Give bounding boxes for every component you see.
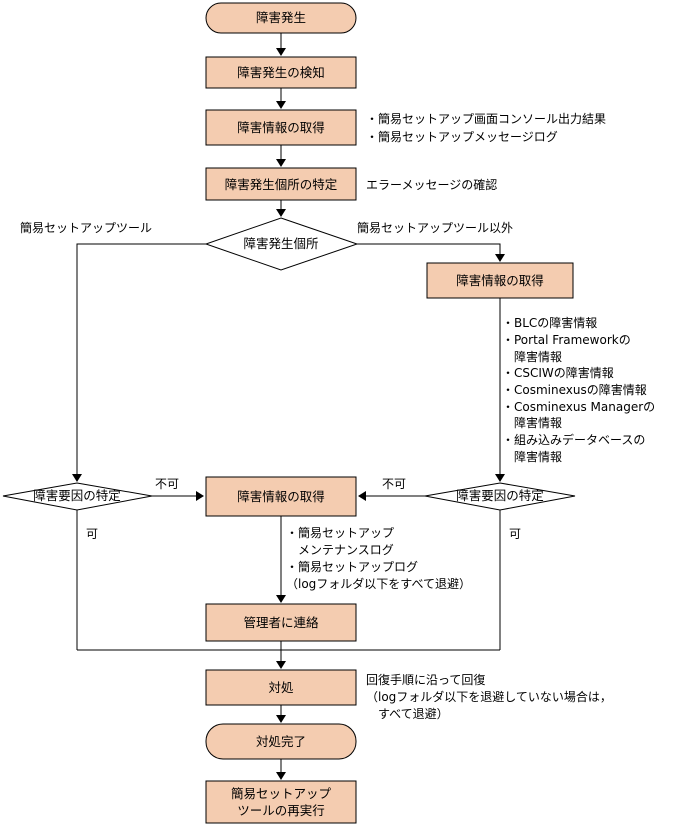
acquire-center-note-line: ・簡易セットアップログ (286, 559, 418, 574)
node-identify-location: 障害発生個所の特定 (205, 167, 357, 201)
start-terminal (205, 2, 357, 34)
handle-note-line: すべて退避） (366, 707, 449, 721)
node-handle-complete: 対処完了 (205, 723, 357, 760)
acquire2-note-line: 障害情報 (502, 349, 562, 364)
decision-location-label: 障害発生個所 (243, 236, 318, 251)
acquire2-note-line: 障害情報 (502, 415, 562, 430)
acquire1-label: 障害情報の取得 (237, 120, 325, 135)
node-contact-admin: 管理者に連絡 (205, 603, 357, 642)
branch-tool-label: 簡易セットアップツール (20, 220, 152, 235)
arrow-identify-decision (276, 209, 286, 217)
node-start: 障害発生 (205, 2, 357, 34)
node-detect: 障害発生の検知 (205, 56, 357, 89)
edge-decision-left-branch (76, 243, 206, 474)
handle-label: 対処 (268, 680, 294, 695)
arrow-start-detect (276, 48, 286, 56)
node-handle: 対処 (205, 669, 357, 706)
handle-box (205, 669, 357, 706)
arrow-acquire1-identify (276, 159, 286, 167)
detect-box (205, 56, 357, 89)
node-decision-cause-right: 障害要因の特定 (424, 482, 576, 511)
node-acquire-center: 障害情報の取得 (205, 476, 357, 517)
acquire1-note-line: ・簡易セットアップメッセージログ (366, 129, 558, 144)
identify-location-note: エラーメッセージの確認 (366, 177, 497, 192)
acquire-center-note-line: メンテナンスログ (286, 543, 394, 557)
arrow-acquire2-decision-right (495, 474, 505, 482)
acquire1-box (205, 109, 357, 146)
edge-labels: 簡易セットアップツール 簡易セットアップツール以外 不可 不可 可 可 (20, 220, 521, 541)
node-acquire1: 障害情報の取得 (205, 109, 357, 146)
arrow-contact-handle (276, 661, 286, 669)
arrow-handle-complete (276, 715, 286, 723)
acquire2-note-line: ・BLCの障害情報 (502, 315, 597, 330)
branch-other-label: 簡易セットアップツール以外 (357, 220, 513, 235)
decision-location-diamond (204, 217, 359, 271)
identify-location-label: 障害発生個所の特定 (225, 177, 338, 192)
acquire1-note-line: ・簡易セットアップ画面コンソール出力結果 (366, 111, 606, 126)
contact-admin-box (205, 603, 357, 642)
rerun-label-line1: 簡易セットアップ (231, 786, 332, 801)
rerun-box (205, 780, 357, 824)
node-decision-location: 障害発生個所 (204, 217, 359, 271)
left-possible-label: 可 (86, 527, 98, 541)
handle-complete-label: 対処完了 (256, 734, 306, 749)
rerun-label-line2: ツールの再実行 (237, 803, 325, 818)
decision-cause-left-diamond (2, 482, 153, 511)
acquire2-note-line: ・Cosminexus Managerの (502, 400, 655, 414)
right-possible-label: 可 (509, 527, 521, 541)
acquire-center-box (205, 476, 357, 517)
arrow-complete-rerun (276, 772, 286, 780)
left-impossible-label: 不可 (155, 477, 179, 491)
acquire2-note-line: 障害情報 (502, 449, 562, 464)
connectors (72, 33, 505, 780)
decision-cause-left-label: 障害要因の特定 (33, 488, 121, 503)
arrow-detect-acquire1 (276, 101, 286, 109)
arrow-left-impossible (196, 491, 204, 501)
handle-note-line: （logフォルダ以下を退避していない場合は， (366, 689, 612, 704)
acquire-center-label: 障害情報の取得 (237, 489, 325, 504)
node-decision-cause-left: 障害要因の特定 (2, 482, 153, 511)
detect-label: 障害発生の検知 (237, 65, 325, 80)
decision-cause-right-label: 障害要因の特定 (456, 488, 544, 503)
handle-note-line: 回復手順に沿って回復 (366, 672, 485, 687)
contact-admin-label: 管理者に連絡 (243, 615, 319, 630)
identify-location-box (205, 167, 357, 201)
arrow-left-branch (72, 474, 82, 482)
notes: ・簡易セットアップ画面コンソール出力結果 ・簡易セットアップメッセージログ エラ… (286, 111, 655, 721)
edge-decision-right-branch (357, 243, 501, 254)
node-acquire2: 障害情報の取得 (426, 262, 574, 299)
acquire-center-note-line: ・簡易セットアップ (286, 525, 394, 540)
node-rerun: 簡易セットアップ ツールの再実行 (205, 780, 357, 824)
acquire-center-note-line: （logフォルダ以下をすべて退避） (286, 576, 471, 591)
arrow-acquire-center-contact (276, 595, 286, 603)
acquire2-label: 障害情報の取得 (456, 273, 544, 288)
acquire2-box (426, 262, 574, 299)
arrow-right-branch (495, 254, 505, 262)
start-label: 障害発生 (256, 10, 306, 25)
handle-complete-terminal (205, 723, 357, 760)
acquire2-note-line: ・組み込みデータベースの (502, 432, 645, 447)
acquire2-note-line: ・Portal Frameworkの (502, 333, 631, 347)
right-impossible-label: 不可 (382, 477, 406, 491)
decision-cause-right-diamond (424, 482, 576, 511)
acquire2-note-line: ・CSCIWの障害情報 (502, 365, 614, 380)
arrow-right-impossible (358, 491, 366, 501)
acquire2-note-line: ・Cosminexusの障害情報 (502, 382, 647, 397)
